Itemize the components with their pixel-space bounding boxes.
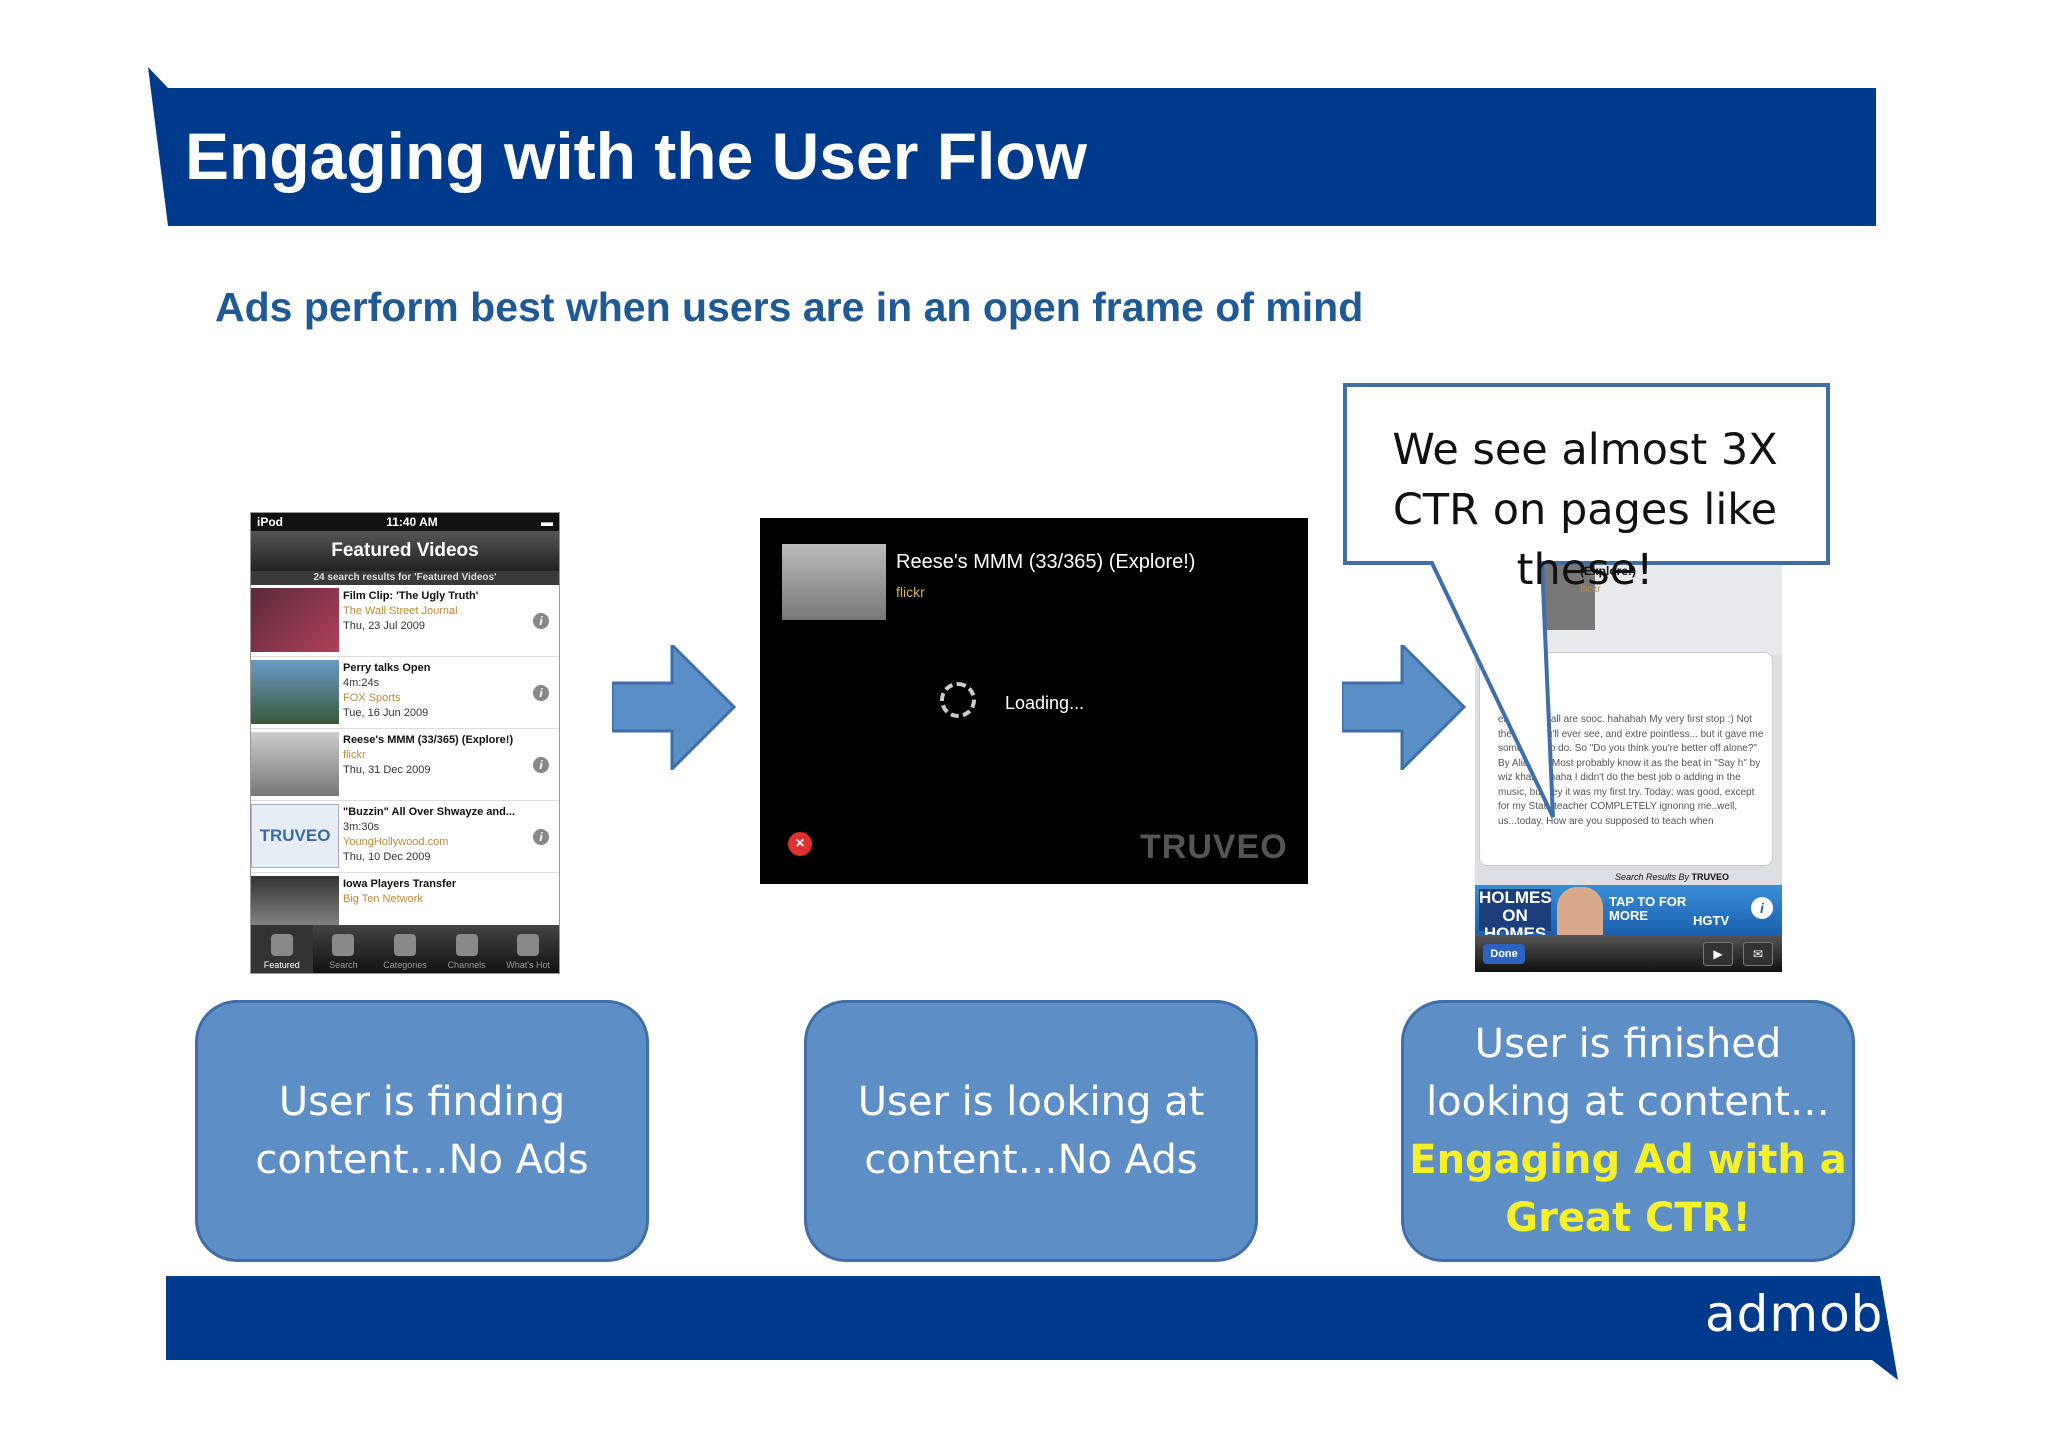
star-icon xyxy=(270,934,293,956)
step-line: User is finished xyxy=(1474,1021,1782,1067)
video-duration: 3m:30s xyxy=(343,821,380,833)
list-item[interactable]: Reese's MMM (33/365) (Explore!) flickr T… xyxy=(251,729,559,801)
video-title: (Explore!) xyxy=(1580,564,1637,578)
video-source: flickr xyxy=(1580,584,1601,595)
mail-icon[interactable]: ✉ xyxy=(1743,942,1773,966)
tab-label: Featured xyxy=(263,960,300,970)
info-icon[interactable]: i xyxy=(533,613,549,629)
tab-label: Channels xyxy=(447,960,486,970)
step-highlight: Great CTR! xyxy=(1505,1195,1751,1241)
step-box-looking: User is looking at content…No Ads xyxy=(804,1000,1258,1262)
info-icon[interactable]: i xyxy=(533,685,549,701)
video-thumbnail xyxy=(251,588,339,652)
video-title: Film Clip: 'The Ugly Truth' xyxy=(343,590,479,602)
tab-label: What's Hot xyxy=(506,960,551,970)
step-line: content…No Ads xyxy=(864,1137,1198,1183)
info-icon[interactable]: i xyxy=(533,757,549,773)
video-loading-screen: Reese's MMM (33/365) (Explore!) flickr L… xyxy=(760,518,1308,884)
battery-icon: ▬ xyxy=(541,515,553,529)
footer-bar xyxy=(166,1276,1898,1380)
video-title: Reese's MMM (33/365) (Explore!) xyxy=(896,551,1196,573)
folder-icon xyxy=(393,934,416,956)
truveo-logo: TRUVEO xyxy=(1140,828,1288,866)
results-count: 24 search results for 'Featured Videos' xyxy=(251,571,559,585)
tab-search[interactable]: Search xyxy=(313,925,375,973)
step-highlight: Engaging Ad with a xyxy=(1409,1137,1847,1183)
flow-arrow-2 xyxy=(1342,645,1467,770)
title-bar xyxy=(148,67,1876,226)
video-thumbnail xyxy=(251,660,339,724)
video-source: Big Ten Network xyxy=(343,893,423,905)
video-duration: 4m:24s xyxy=(343,677,380,689)
video-source: FOX Sports xyxy=(343,692,401,704)
slide-subtitle: Ads perform best when users are in an op… xyxy=(215,284,1364,330)
attribution-label: Search Results By xyxy=(1615,872,1690,882)
status-time: 11:40 AM xyxy=(386,515,438,529)
ad-logo: HOLMES ON HOMES xyxy=(1479,888,1552,943)
video-title: Reese's MMM (33/365) (Explore!) xyxy=(343,734,514,746)
video-thumbnail: TRUVEO xyxy=(251,804,339,868)
loading-text: Loading... xyxy=(1005,693,1085,713)
tab-featured[interactable]: Featured xyxy=(251,925,313,973)
info-icon[interactable]: i xyxy=(533,829,549,845)
step-box-finding: User is finding content…No Ads xyxy=(195,1000,649,1262)
flow-arrow-1 xyxy=(612,645,737,770)
video-date: Thu, 23 Jul 2009 xyxy=(343,620,425,632)
bottom-toolbar: Done ▶ ✉ xyxy=(1475,935,1782,972)
video-date: Thu, 10 Dec 2009 xyxy=(343,851,431,863)
slide-title: Engaging with the User Flow xyxy=(185,119,1088,193)
step-line: User is looking at xyxy=(857,1079,1205,1125)
remote-icon xyxy=(455,934,478,956)
step-line: User is finding xyxy=(278,1079,566,1125)
search-icon xyxy=(332,934,355,956)
tab-whats-hot[interactable]: What's Hot xyxy=(497,925,559,973)
video-title: Perry talks Open xyxy=(343,662,431,674)
tab-bar: Featured Search Categories Channels What… xyxy=(251,925,559,973)
done-button[interactable]: Done xyxy=(1483,944,1525,964)
video-thumbnail xyxy=(782,544,886,620)
video-source: YoungHollywood.com xyxy=(343,836,449,848)
video-source: flickr xyxy=(343,749,366,761)
info-icon[interactable]: i xyxy=(1751,897,1773,919)
list-item[interactable]: TRUVEO "Buzzin" All Over Shwayze and... … xyxy=(251,801,559,873)
admob-logo: admob xyxy=(1705,1285,1884,1343)
list-item[interactable]: Film Clip: 'The Ugly Truth' The Wall Str… xyxy=(251,585,559,657)
step-line: content…No Ads xyxy=(255,1137,589,1183)
ad-cta[interactable]: TAP TO FOR MORE xyxy=(1609,894,1687,923)
video-date: Tue, 16 Jun 2009 xyxy=(343,707,429,719)
status-bar: iPod 11:40 AM ▬ xyxy=(251,513,559,531)
featured-videos-screen: iPod 11:40 AM ▬ Featured Videos 24 searc… xyxy=(250,512,560,974)
step-box-finished: User is finished looking at content… Eng… xyxy=(1401,1000,1855,1262)
play-icon[interactable]: ▶ xyxy=(1703,942,1733,966)
ad-person-image xyxy=(1557,887,1603,935)
flame-icon xyxy=(517,934,540,956)
video-source: flickr xyxy=(896,584,925,600)
screen-header: Featured Videos xyxy=(251,531,559,571)
close-icon[interactable]: × xyxy=(788,832,812,856)
list-item[interactable]: Perry talks Open 4m:24s FOX Sports Tue, … xyxy=(251,657,559,729)
tab-categories[interactable]: Categories xyxy=(374,925,436,973)
banner-ad[interactable]: HOLMES ON HOMES TAP TO FOR MORE HGTV i xyxy=(1475,885,1782,943)
tab-channels[interactable]: Channels xyxy=(436,925,498,973)
video-date: Thu, 31 Dec 2009 xyxy=(343,764,431,776)
search-attribution: Search Results By TRUVEO xyxy=(1615,872,1729,882)
video-thumbnail xyxy=(251,732,339,796)
video-title: Iowa Players Transfer xyxy=(343,878,457,890)
attribution-brand: TRUVEO xyxy=(1691,872,1730,882)
video-source: The Wall Street Journal xyxy=(343,605,458,617)
video-title: "Buzzin" All Over Shwayze and... xyxy=(343,806,516,818)
ad-network-logo: HGTV xyxy=(1693,913,1730,928)
callout-text: We see almost 3X CTR on pages like these… xyxy=(1392,425,1778,595)
step-line: looking at content… xyxy=(1426,1079,1830,1125)
device-label: iPod xyxy=(257,515,283,529)
speech-callout xyxy=(1343,383,1830,818)
loading-spinner-icon xyxy=(940,682,976,718)
tab-label: Search xyxy=(329,960,358,970)
tab-label: Categories xyxy=(383,960,427,970)
